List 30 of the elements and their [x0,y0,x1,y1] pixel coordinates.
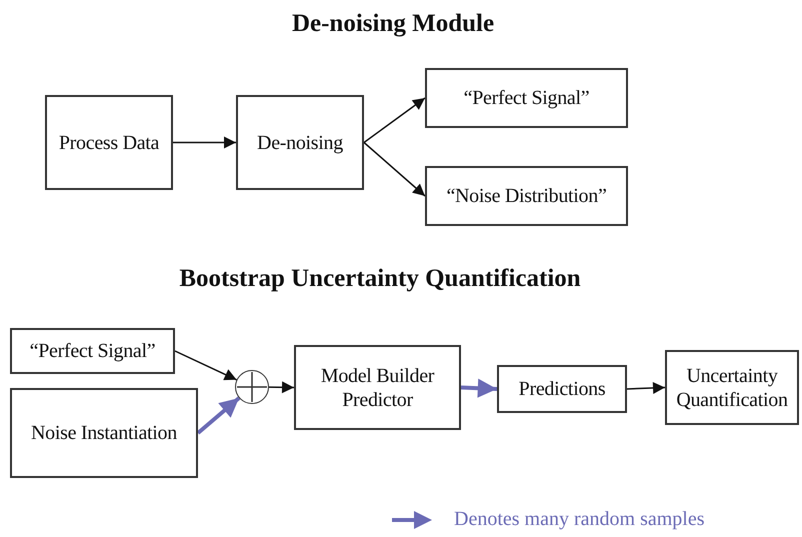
process-box [45,95,173,190]
box-label: Process Data [58,130,160,154]
arrow [268,381,294,394]
process-box [10,328,175,374]
arrow [364,97,426,144]
box-label: Predictions [518,377,606,401]
box-label: Uncertainty Quantification [675,364,789,412]
arrow [196,396,240,435]
box-label: Noise Instantiation [31,421,177,445]
box-label: De-noising [257,130,343,154]
box-label: Model Builder Predictor [320,364,436,412]
section-heading: De-noising Module [292,10,494,38]
arrow [173,136,236,148]
process-box [425,166,628,226]
section-heading: Bootstrap Uncertainty Quantification [179,265,581,293]
arrow [460,378,498,398]
process-box [665,350,799,425]
process-box [497,365,627,413]
box-label: “Noise Distribution” [446,184,607,208]
process-box [236,95,364,190]
process-box [294,345,461,430]
box-label: “Perfect Signal” [30,339,156,363]
arrow [364,142,426,197]
summing-junction [235,370,269,404]
legend-text: Denotes many random samples [454,508,704,531]
box-label: “Perfect Signal” [464,86,590,110]
process-box [425,68,628,128]
arrow [174,350,237,380]
process-box [10,388,198,478]
arrow [626,382,666,394]
